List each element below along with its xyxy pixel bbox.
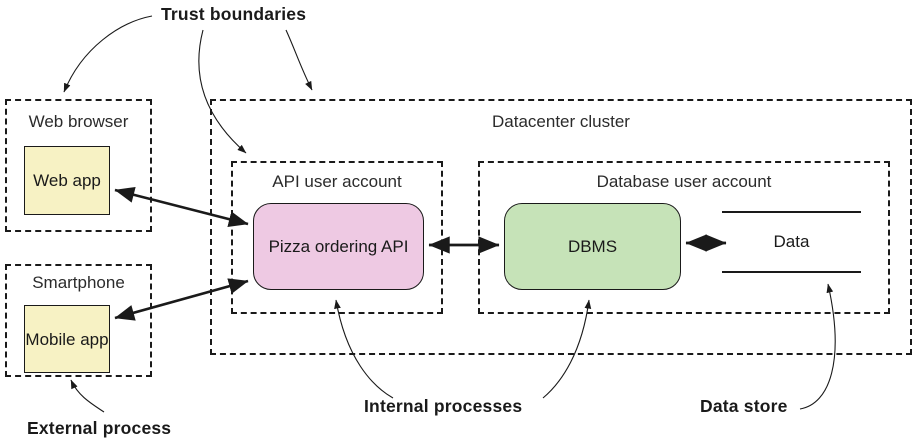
node-data-store-label: Data [773,232,810,251]
callout-external-process: External process [27,418,172,438]
leader-trust-boundaries-datacenter [285,29,313,91]
node-pizza-ordering-api-label: Pizza ordering API [268,237,409,256]
boundary-label-database-user-account: Database user account [596,172,772,191]
node-mobile-app[interactable]: Mobile app [24,305,110,373]
node-web-app-label: Web app [33,171,101,190]
boundary-label-web-browser: Web browser [28,112,129,131]
boundary-web-browser [5,99,152,232]
boundary-label-api-user-account: API user account [272,172,402,191]
node-mobile-app-label: Mobile app [25,329,109,349]
callout-data-store: Data store [700,396,788,416]
node-dbms[interactable]: DBMS [504,203,681,290]
callout-internal-processes: Internal processes [364,396,523,416]
node-pizza-ordering-api[interactable]: Pizza ordering API [253,203,424,290]
node-dbms-label: DBMS [567,237,618,256]
node-web-app[interactable]: Web app [24,146,110,215]
leader-external-process-mobile-app [70,379,105,413]
boundary-label-datacenter-cluster: Datacenter cluster [492,112,630,131]
leader-trust-boundaries-web-browser [63,15,153,93]
node-data-store[interactable]: Data [722,211,861,273]
boundary-label-smartphone: Smartphone [32,273,125,292]
callout-trust-boundaries: Trust boundaries [161,4,307,24]
